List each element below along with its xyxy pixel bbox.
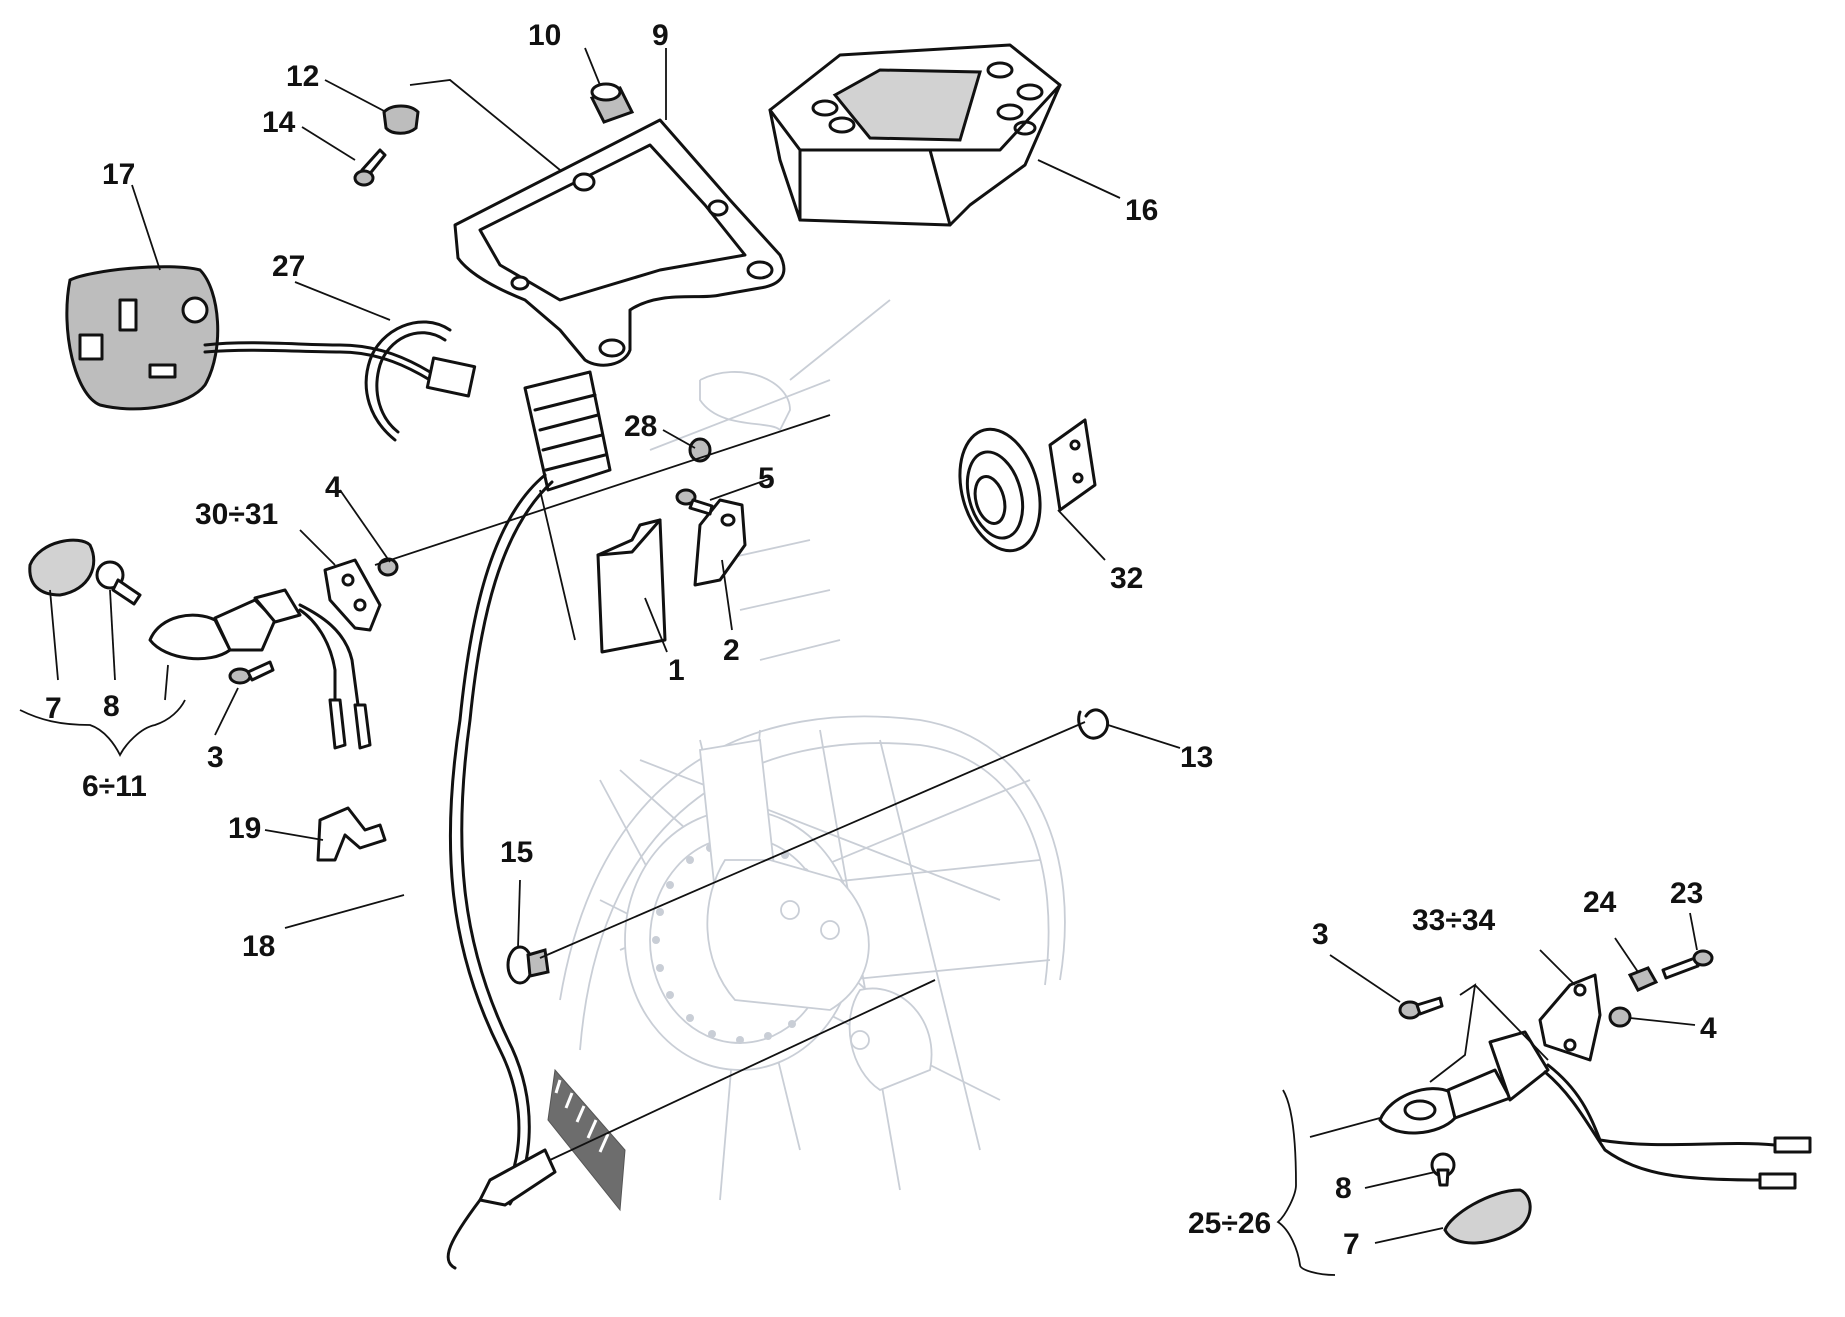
callout-4-left: 4: [325, 471, 342, 504]
callout-4-right: 4: [1700, 1012, 1717, 1045]
callout-labels: 1 2 3 3 4 4 5 6÷11 7 7 8 8 9 10 12 13 14…: [45, 19, 1717, 1261]
left-turn-signal-part: [148, 588, 372, 750]
cable-clip-part: [316, 806, 387, 862]
callout-10: 10: [528, 19, 561, 52]
front-wheel-background: [547, 299, 1066, 1212]
callout-2: 2: [723, 634, 740, 667]
callout-14: 14: [262, 106, 296, 139]
screw-part: [353, 148, 387, 187]
callout-7-left: 7: [45, 692, 62, 725]
instrument-cluster-part: [768, 43, 1062, 227]
spacer-part: [382, 104, 420, 135]
right-spacer-part: [1627, 966, 1659, 992]
horn-part: [958, 418, 1097, 553]
right-turn-signal-part: [1378, 1030, 1812, 1190]
callout-15: 15: [500, 836, 533, 869]
callout-18: 18: [242, 930, 275, 963]
circlip-part: [1077, 708, 1110, 740]
control-unit-bracket-part: [693, 498, 747, 587]
right-nut-part: [1608, 1006, 1632, 1028]
callout-33to34: 33÷34: [1412, 904, 1496, 937]
cable-tie-part: [364, 320, 452, 442]
callout-23: 23: [1670, 877, 1703, 910]
grommet-plug-part: [506, 945, 550, 985]
callout-19: 19: [228, 812, 261, 845]
callout-24: 24: [1583, 886, 1617, 919]
left-screw-part: [228, 660, 275, 685]
right-signal-bracket-part: [1538, 973, 1602, 1062]
bracket-screw-part: [675, 488, 714, 516]
callout-28: 28: [624, 410, 657, 443]
callout-30to31: 30÷31: [195, 498, 278, 531]
left-bulb-part: [95, 560, 142, 606]
rubber-grommet-part: [589, 82, 635, 124]
dashboard-bracket-part: [453, 118, 786, 367]
callout-5: 5: [758, 462, 775, 495]
callout-3-right: 3: [1312, 918, 1329, 951]
callout-12: 12: [286, 60, 319, 93]
callout-32: 32: [1110, 562, 1143, 595]
left-lens-part: [28, 538, 96, 597]
leader-lines: [19, 47, 1698, 1276]
callout-8-left: 8: [103, 690, 120, 723]
left-signal-bracket-part: [323, 558, 382, 632]
callout-16: 16: [1125, 194, 1158, 227]
callout-7-right: 7: [1343, 1228, 1360, 1261]
speed-sensor-cable-part: [446, 370, 612, 1270]
callout-6to11: 6÷11: [82, 770, 147, 803]
callout-27: 27: [272, 250, 305, 283]
right-bolt-part: [1661, 949, 1714, 980]
callout-9: 9: [652, 19, 669, 52]
callout-3-left: 3: [207, 741, 224, 774]
callout-25to26: 25÷26: [1188, 1207, 1271, 1240]
control-unit-part: [596, 518, 667, 654]
right-bulb-part: [1430, 1152, 1456, 1187]
callout-13: 13: [1180, 741, 1213, 774]
right-screw-part: [1398, 996, 1444, 1020]
right-lens-part: [1443, 1188, 1532, 1245]
handlebar-switch-part: [65, 265, 477, 411]
callout-17: 17: [102, 158, 135, 191]
callout-8-right: 8: [1335, 1172, 1352, 1205]
callout-1: 1: [668, 654, 685, 687]
